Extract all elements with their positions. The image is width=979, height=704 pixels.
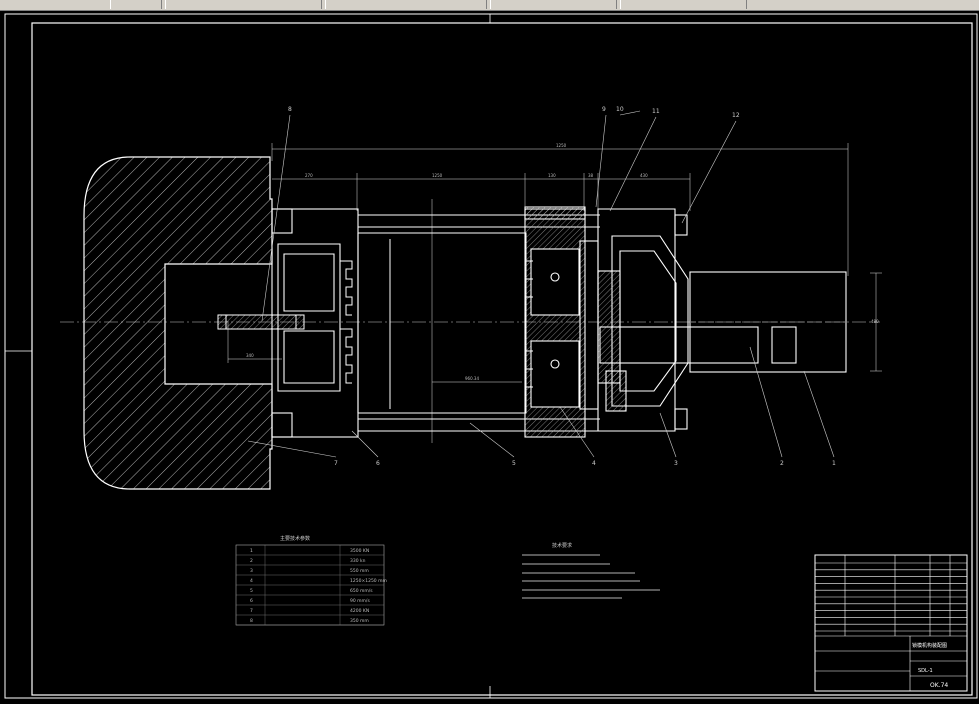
platen-slots bbox=[340, 260, 353, 384]
cad-toolbar bbox=[0, 0, 979, 11]
parameters-table: 主要技术参数 1 3500 KN 2 330 kn 3 550 mm 4 1250×1250 … bbox=[235, 535, 387, 626]
param-row-no: 6 bbox=[250, 598, 253, 604]
notes-title: 技术要求 bbox=[552, 542, 572, 549]
param-row-value: 4200 KN bbox=[350, 608, 369, 614]
drawing-number: SDL-1 bbox=[918, 668, 933, 674]
param-row-value: 330 kn bbox=[350, 558, 366, 564]
toolbar-icons[interactable] bbox=[110, 0, 162, 9]
linetype-dropdown[interactable] bbox=[325, 0, 487, 9]
part-label-2: 2 bbox=[780, 460, 784, 467]
svg-text:480: 480 bbox=[871, 319, 879, 324]
title-block-name: 锁模机构装配图 bbox=[912, 642, 947, 649]
toggle-platen bbox=[524, 208, 599, 438]
param-row-no: 4 bbox=[250, 578, 253, 584]
param-row-value: 1250×1250 mm bbox=[350, 578, 387, 584]
svg-text:960.34: 960.34 bbox=[465, 376, 479, 381]
svg-text:340: 340 bbox=[246, 353, 254, 358]
plotstyle-dropdown[interactable] bbox=[620, 0, 747, 9]
inner-frame bbox=[31, 22, 973, 696]
part-label-5: 5 bbox=[512, 460, 516, 467]
param-row-value: 3500 KN bbox=[350, 548, 369, 554]
param-row-no: 3 bbox=[250, 568, 253, 574]
part-label-4: 4 bbox=[592, 460, 596, 467]
part-label-8: 8 bbox=[288, 106, 292, 113]
outer-frame bbox=[4, 13, 978, 699]
param-row-no: 2 bbox=[250, 558, 253, 564]
part-number-labels: 1 2 3 4 5 6 7 8 9 10 11 12 bbox=[288, 106, 836, 467]
assembly-drawing: 1250 270 1250 130 38 430 340 960.34 480 bbox=[4, 13, 978, 699]
sheet-code: OK.74 bbox=[930, 682, 948, 689]
part-label-9: 9 bbox=[602, 106, 606, 113]
fixed-platen bbox=[83, 156, 273, 490]
svg-text:130: 130 bbox=[548, 173, 556, 178]
drawing-canvas[interactable]: 1250 270 1250 130 38 430 340 960.34 480 bbox=[0, 11, 979, 700]
svg-text:38: 38 bbox=[588, 173, 594, 178]
svg-text:270: 270 bbox=[305, 173, 313, 178]
rear-platen bbox=[597, 208, 689, 432]
part-label-1: 1 bbox=[832, 460, 836, 467]
svg-text:430: 430 bbox=[640, 173, 648, 178]
param-row-no: 1 bbox=[250, 548, 253, 554]
part-label-3: 3 bbox=[674, 460, 678, 467]
part-label-6: 6 bbox=[376, 460, 380, 467]
param-row-no: 5 bbox=[250, 588, 253, 594]
part-label-10: 10 bbox=[616, 106, 624, 113]
svg-text:1250: 1250 bbox=[556, 143, 567, 148]
title-block bbox=[814, 554, 968, 692]
dimension-text: 1250 270 1250 130 38 430 340 960.34 480 bbox=[246, 143, 879, 381]
layer-dropdown[interactable] bbox=[165, 0, 322, 9]
param-row-no: 7 bbox=[250, 608, 253, 614]
hydraulic-cylinder bbox=[599, 271, 847, 373]
leader-lines bbox=[247, 110, 835, 458]
ejector-bolt bbox=[217, 314, 305, 330]
param-row-value: 550 mm bbox=[350, 568, 369, 574]
part-label-11: 11 bbox=[652, 108, 660, 115]
part-label-12: 12 bbox=[732, 112, 740, 119]
param-row-no: 8 bbox=[250, 618, 253, 624]
technical-notes: 技术要求 bbox=[522, 542, 660, 599]
param-row-value: 350 mm bbox=[350, 618, 369, 624]
svg-text:1250: 1250 bbox=[432, 173, 443, 178]
params-table-title: 主要技术参数 bbox=[280, 535, 310, 542]
param-row-value: 650 mm/s bbox=[350, 588, 373, 594]
mould-space bbox=[357, 232, 527, 414]
param-row-value: 90 mm/s bbox=[350, 598, 370, 604]
part-label-7: 7 bbox=[334, 460, 338, 467]
lineweight-dropdown[interactable] bbox=[490, 0, 617, 9]
